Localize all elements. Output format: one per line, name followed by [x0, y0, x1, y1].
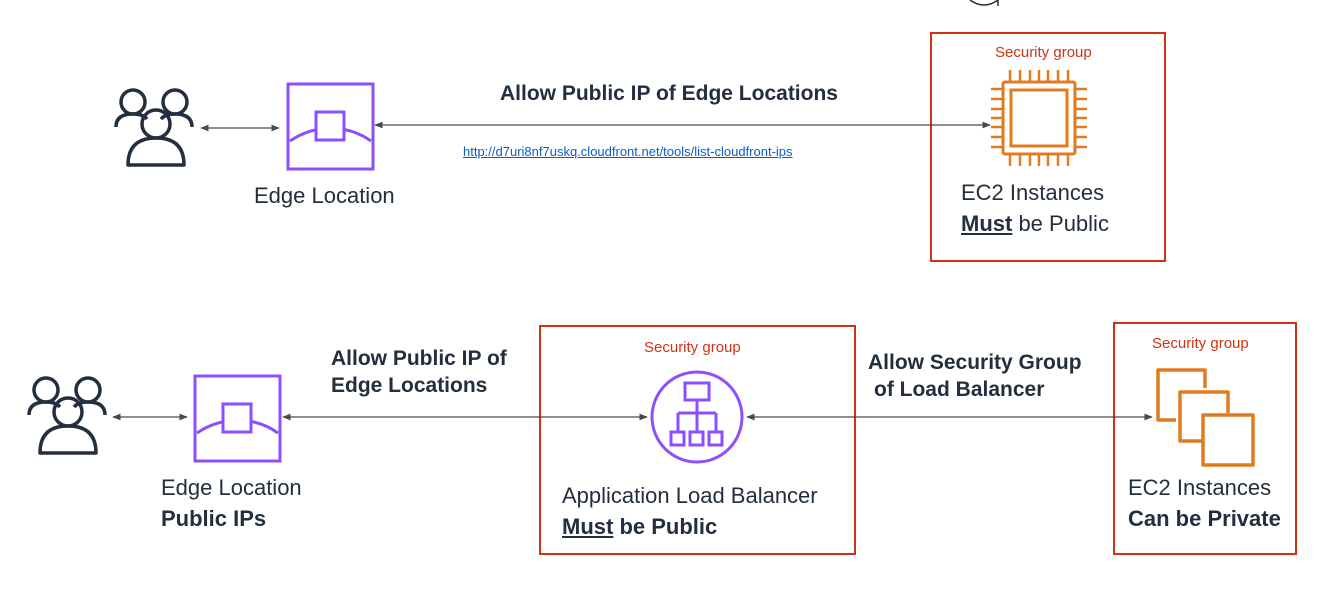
bottom-allow-sg-rule: Allow Security Group of Load Balancer: [868, 349, 1082, 403]
bottom-edge-caption-line2: Public IPs: [161, 506, 267, 531]
alb-caption: Application Load Balancer Must be Public: [562, 480, 818, 542]
alb-be-public-text: be Public: [613, 514, 718, 539]
top-allow-rule-title: Allow Public IP of Edge Locations: [500, 82, 838, 105]
bottom-ec2-caption: EC2 Instances Can be Private: [1128, 472, 1281, 534]
top-ec2-security-group-box: [930, 32, 1166, 262]
top-security-group-label: Security group: [995, 44, 1092, 61]
bottom-ec2-caption-line1: EC2 Instances: [1128, 475, 1272, 500]
top-ec2-caption: EC2 Instances Must be Public: [961, 177, 1109, 239]
top-ec2-caption-line2: Must be Public: [961, 208, 1109, 239]
ec2-instances-stack-icon: [1156, 368, 1255, 467]
top-ec2-chip-icon: [991, 70, 1087, 166]
bottom-ec2-security-group-box: [1113, 322, 1297, 555]
cloudfront-ips-link[interactable]: http://d7uri8nf7uskq.cloudfront.net/tool…: [463, 144, 793, 159]
alb-caption-line2: Must be Public: [562, 511, 818, 542]
top-edge-location-caption: Edge Location: [254, 183, 395, 208]
bottom-allow-edge-rule: Allow Public IP of Edge Locations: [331, 345, 507, 399]
alb-security-group-box: [539, 325, 856, 555]
bottom-rule1-line1: Allow Public IP of: [331, 347, 507, 370]
bottom-edge-caption-line1: Edge Location: [161, 475, 302, 500]
top-ec2-caption-line1: EC2 Instances: [961, 180, 1105, 205]
bottom-ec2-security-group-label: Security group: [1152, 335, 1249, 352]
bottom-edge-location-icon: [193, 374, 282, 463]
bottom-rule2-line1: Allow Security Group: [868, 351, 1082, 374]
alb-must-text: Must: [562, 514, 614, 539]
bottom-users-icon: [27, 376, 107, 455]
top-users-icon: [114, 88, 194, 167]
top-ec2-must-text: Must: [961, 211, 1013, 236]
alb-icon: [650, 370, 744, 464]
top-ec2-be-public-text: be Public: [1012, 211, 1109, 236]
alb-security-group-label: Security group: [644, 339, 741, 356]
bottom-rule2-line2: of Load Balancer: [874, 378, 1045, 401]
bottom-rule1-line2: Edge Locations: [331, 374, 488, 397]
bottom-edge-location-caption: Edge Location Public IPs: [161, 472, 302, 534]
bottom-ec2-caption-line2: Can be Private: [1128, 506, 1281, 531]
top-edge-location-icon: [286, 82, 375, 171]
alb-caption-line1: Application Load Balancer: [562, 483, 818, 508]
cropped-title-fragment: [969, 0, 999, 6]
